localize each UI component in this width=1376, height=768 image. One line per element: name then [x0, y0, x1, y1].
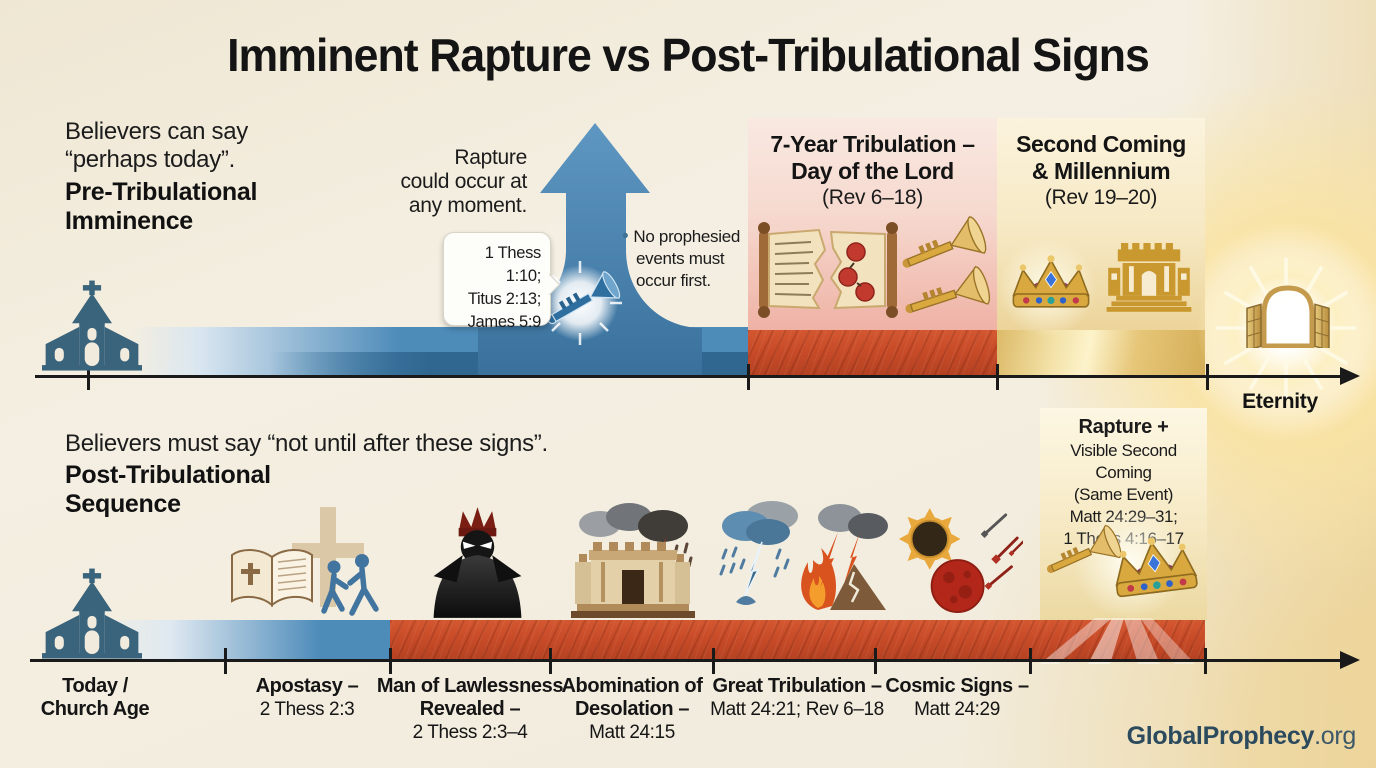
- event-label-today: Today / Church Age: [40, 675, 150, 720]
- rapture-note: Rapture could occur at any moment.: [385, 146, 527, 218]
- bottom-tick-abomination: [549, 648, 552, 674]
- rapture-second-coming-panel: Rapture + Visible Second Coming (Same Ev…: [1040, 408, 1207, 620]
- top-intro: Believers can say “perhaps today”.: [65, 118, 385, 174]
- bottom-tick-lawlessness: [389, 648, 392, 674]
- brand-logo: GlobalProphecy.org: [1040, 722, 1357, 751]
- eternity-label: Eternity: [1242, 390, 1318, 413]
- top-heading: Pre-Tribulational Imminence: [65, 178, 385, 236]
- scripture-bubble: 1 Thess 1:10; Titus 2:13; James 5:9: [443, 232, 561, 331]
- cosmic-signs-icons: [898, 508, 1023, 613]
- event-label-cosmic-signs: Cosmic Signs – Matt 24:29: [885, 675, 1029, 720]
- tribulation-title-line1: 7-Year Tribulation –: [770, 131, 975, 157]
- abomination-icons: [571, 503, 695, 618]
- falling-stars-icon: [980, 513, 1023, 590]
- apostasy-icons: [231, 507, 379, 616]
- bottom-heading: Post-Tribulational Sequence: [65, 461, 385, 519]
- tribulation-band-bottom: [390, 620, 1205, 662]
- rapture-panel-line1: Rapture +: [1078, 416, 1169, 438]
- second-coming-panel: Second Coming & Millennium (Rev 19–20): [997, 118, 1205, 338]
- bottom-intro: Believers must say “not until after thes…: [65, 430, 548, 457]
- scroll-icon: [758, 222, 898, 318]
- page-title: Imminent Rapture vs Post-Tribulational S…: [227, 29, 1150, 81]
- no-events-line1: No prophesied: [633, 227, 741, 246]
- event-label-apostasy: Apostasy – 2 Thess 2:3: [255, 675, 359, 720]
- bottom-tick-great-tribulation: [712, 648, 715, 674]
- brand-name: GlobalProphecy: [1126, 722, 1315, 750]
- second-coming-title-line2: & Millennium: [1031, 158, 1171, 184]
- blood-moon-icon: [930, 559, 985, 613]
- tribulation-title-line2: Day of the Lord: [791, 158, 954, 184]
- rapture-note-line3: any moment.: [408, 194, 527, 217]
- no-events-note: •No prophesied events must occur first.: [622, 226, 752, 292]
- event-label-abomination: Abomination of Desolation – Matt 24:15: [561, 675, 703, 743]
- top-tick-second-coming: [996, 364, 999, 390]
- top-intro-line1: Believers can say: [65, 118, 248, 145]
- gate-right-door: [1314, 303, 1330, 348]
- bottom-tick-rapture: [1029, 648, 1032, 674]
- church-icon: [42, 568, 142, 660]
- bullet-icon: •: [622, 226, 629, 247]
- top-heading-line1: Pre-Tribulational: [65, 178, 258, 206]
- top-tick-eternity: [1206, 364, 1209, 390]
- tribulation-panel-title: 7-Year Tribulation – Day of the Lord: [748, 131, 997, 185]
- bible-icon: [231, 549, 313, 608]
- bubble-line1: 1 Thess 1:10;: [484, 244, 542, 285]
- top-axis-arrowhead: [1340, 367, 1360, 385]
- bottom-tick-apostasy: [224, 648, 227, 674]
- great-tribulation-icons: [719, 501, 888, 610]
- rapture-panel-line4: Matt 24:29–31;: [1069, 507, 1178, 526]
- crown-icon: [1104, 531, 1206, 610]
- rapture-panel-line2: Visible Second Coming: [1070, 441, 1177, 482]
- top-tick-church: [87, 364, 90, 390]
- bubble-line2: Titus 2:13;: [467, 290, 541, 308]
- top-heading-line2: Imminence: [65, 207, 193, 235]
- bottom-tick-end: [1204, 648, 1207, 674]
- tribulation-panel-ref: (Rev 6–18): [822, 186, 923, 209]
- bottom-tick-cosmic-signs: [874, 648, 877, 674]
- darkened-sun-icon: [898, 508, 961, 570]
- top-intro-line2: “perhaps today”.: [65, 146, 235, 173]
- bubble-text: 1 Thess 1:10; Titus 2:13; James 5:9: [451, 242, 542, 334]
- no-events-line2: events must: [636, 249, 725, 268]
- top-tick-tribulation: [747, 364, 750, 390]
- bottom-heading-line2: Sequence: [65, 490, 181, 518]
- rapture-light-rays: [1040, 618, 1195, 664]
- man-of-lawlessness-icon: [433, 507, 522, 618]
- brand-suffix: .org: [1314, 722, 1356, 750]
- second-coming-title: Second Coming & Millennium: [997, 131, 1205, 185]
- people-walking-away-icon: [321, 554, 379, 616]
- rapture-note-line2: could occur at: [400, 170, 527, 193]
- bubble-line3: James 5:9: [467, 313, 542, 331]
- crown-icon: [1007, 254, 1095, 318]
- blue-trumpet-icon: [547, 270, 621, 325]
- temple-icon: [1105, 243, 1193, 315]
- rapture-note-line1: Rapture: [454, 146, 527, 169]
- millennium-band-top: [997, 330, 1205, 377]
- gate-left-door: [1246, 303, 1262, 348]
- no-events-line3: occur first.: [636, 271, 711, 290]
- event-label-lawlessness: Man of Lawlessness Revealed – 2 Thess 2:…: [376, 675, 564, 743]
- event-label-great-tribulation: Great Tribulation – Matt 24:21; Rev 6–18: [710, 675, 884, 720]
- bottom-timeline-axis: [30, 659, 1345, 662]
- heaven-gates-icon: [1246, 285, 1330, 348]
- tribulation-band-top: [748, 330, 997, 377]
- bottom-heading-line1: Post-Tribulational: [65, 461, 271, 489]
- second-coming-title-line1: Second Coming: [1016, 131, 1186, 157]
- earthquake-lightning-icon: [818, 504, 888, 610]
- temple-icon: [571, 542, 695, 618]
- fire-icon: [801, 548, 837, 610]
- church-icon: [42, 280, 142, 372]
- second-coming-ref: (Rev 19–20): [1044, 186, 1158, 209]
- rain-storm-icon: [719, 501, 798, 605]
- tribulation-panel: 7-Year Tribulation – Day of the Lord (Re…: [748, 118, 997, 330]
- top-timeline-axis: [35, 375, 1345, 378]
- bottom-axis-arrowhead: [1340, 651, 1360, 669]
- rapture-panel-line3: (Same Event): [1073, 485, 1174, 504]
